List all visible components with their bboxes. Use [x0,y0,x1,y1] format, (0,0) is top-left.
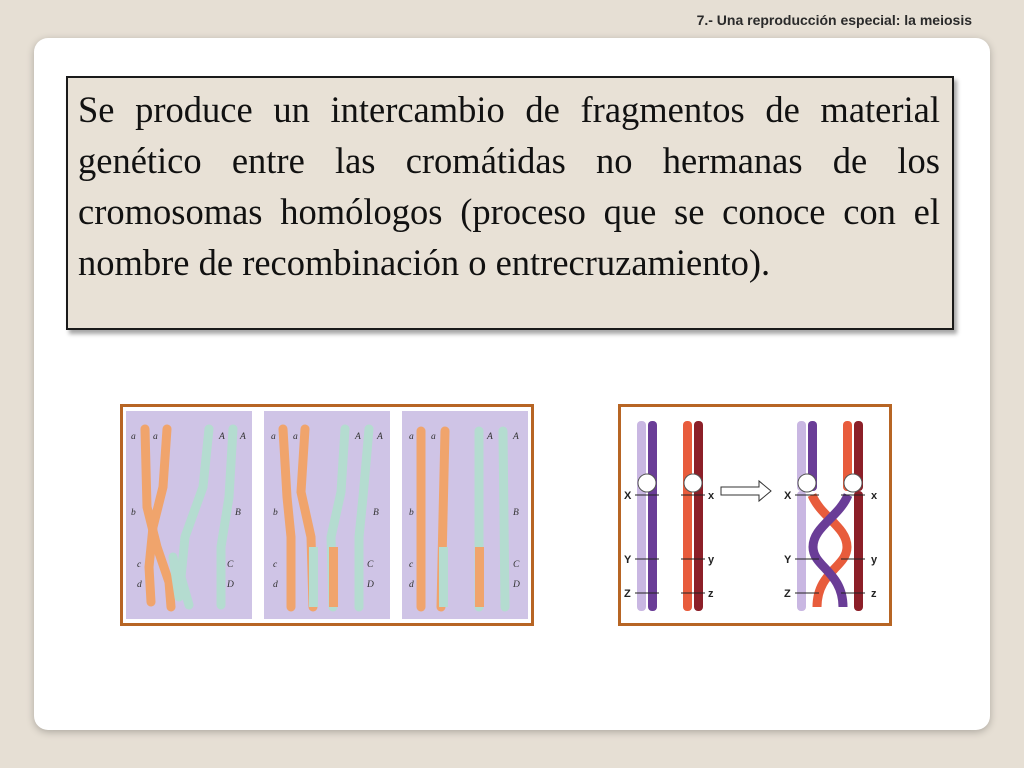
svg-text:B: B [373,508,379,518]
recombination-figure: X Y Z x y z X Y Z x y z [618,404,892,626]
svg-text:Y: Y [784,554,792,566]
svg-text:d: d [273,580,278,590]
svg-text:a: a [431,432,436,442]
svg-text:D: D [512,580,520,590]
panel-2-chromosomes [278,424,374,612]
svg-text:b: b [409,508,414,518]
svg-text:Z: Z [624,588,631,600]
svg-text:D: D [366,580,374,590]
body-paragraph: Se produce un intercambio de fragmentos … [78,89,940,283]
svg-text:a: a [131,432,136,442]
svg-text:b: b [131,508,136,518]
recombination-labels: X Y Z x y z X Y Z x y z [624,490,878,600]
svg-text:A: A [239,432,246,442]
svg-text:x: x [708,490,715,502]
homologous-pair-before [635,421,705,611]
svg-text:D: D [226,580,234,590]
svg-text:z: z [708,588,714,600]
panel-3-labels: a a b c d A A B C D [409,432,520,590]
svg-text:B: B [235,508,241,518]
svg-text:a: a [153,432,158,442]
panel-1-chromosomes [140,424,238,612]
svg-text:x: x [871,490,878,502]
svg-text:C: C [227,560,234,570]
crossing-over-diagram: a a b c d A A B C D a a b c d A A B C D … [126,411,528,619]
arrow-icon [720,479,772,503]
svg-text:c: c [409,560,414,570]
recombination-diagram: X Y Z x y z X Y Z x y z [624,421,878,611]
panel-3-chromosomes [416,426,510,612]
svg-text:A: A [512,432,519,442]
svg-text:a: a [409,432,414,442]
svg-text:c: c [273,560,278,570]
svg-text:b: b [273,508,278,518]
svg-text:y: y [871,554,878,566]
page-title: 7.- Una reproducción especial: la meiosi… [696,12,972,28]
homologous-pair-after [795,421,865,611]
svg-text:y: y [708,554,715,566]
svg-text:B: B [513,508,519,518]
svg-text:z: z [871,588,877,600]
svg-text:C: C [513,560,520,570]
svg-text:A: A [486,432,493,442]
svg-text:Y: Y [624,554,632,566]
svg-text:A: A [376,432,383,442]
svg-text:X: X [624,490,632,502]
svg-text:a: a [293,432,298,442]
panel-1-labels: a a b c d A A B C D [131,432,246,590]
svg-text:c: c [137,560,142,570]
svg-text:X: X [784,490,792,502]
panel-2-labels: a a b c d A A B C D [271,432,383,590]
crossing-over-figure: a a b c d A A B C D a a b c d A A B C D … [120,404,534,626]
svg-text:a: a [271,432,276,442]
svg-text:Z: Z [784,588,791,600]
svg-text:A: A [218,432,225,442]
text-box: Se produce un intercambio de fragmentos … [66,76,954,330]
svg-text:d: d [137,580,142,590]
svg-text:A: A [354,432,361,442]
svg-text:C: C [367,560,374,570]
svg-text:d: d [409,580,414,590]
